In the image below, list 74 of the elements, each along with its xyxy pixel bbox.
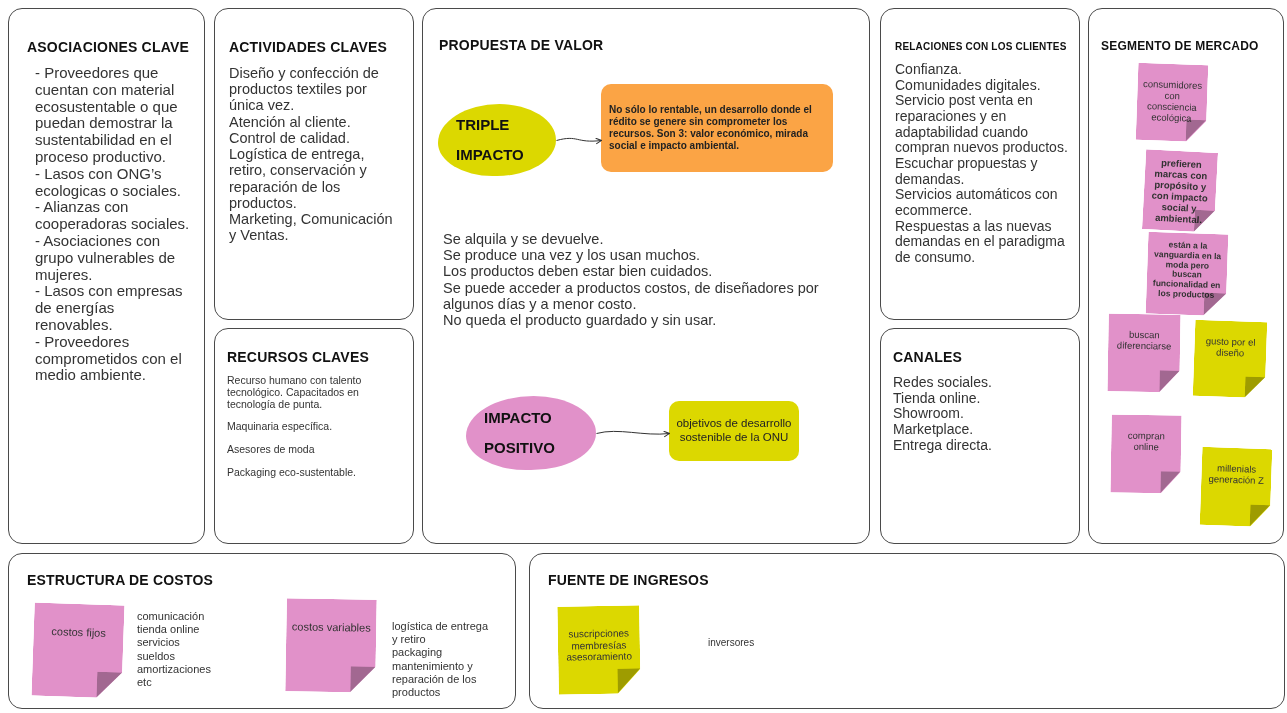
note-box: objetivos de desarrollo sostenible de la ONU bbox=[669, 401, 799, 461]
note-text: amortizaciones bbox=[137, 662, 212, 676]
panel-text: Asesores de moda bbox=[227, 444, 316, 456]
panel-text: Servicio post venta en reparaciones y en adaptabilidad cuando compran nuevos productos. bbox=[895, 93, 1069, 157]
panel-heading: ACTIVIDADES CLAVES bbox=[229, 39, 389, 55]
canvas-panel bbox=[214, 8, 414, 320]
panel-text: - Proveedores comprometidos con el medio ambiente. bbox=[34, 333, 183, 385]
panel-text: Recurso humano con talento tecnológico. Capacitados en tecnología de punta. bbox=[227, 375, 363, 411]
panel-text: inversores bbox=[708, 637, 755, 649]
panel-text: Diseño y confección de productos textiles por única vez. bbox=[229, 65, 380, 114]
note-text: servicios bbox=[137, 636, 181, 650]
panel-text: Control de calidad. bbox=[229, 129, 351, 147]
panel-text: Marketing, Comunicación y Ventas. bbox=[229, 211, 394, 244]
arrow bbox=[556, 137, 603, 145]
panel-heading: ASOCIACIONES CLAVE bbox=[27, 39, 190, 55]
canvas-panel bbox=[8, 8, 205, 544]
panel-text: Se alquila y se devuelve. bbox=[443, 231, 605, 248]
note-text: mantenimiento y reparación de los productos bbox=[392, 659, 478, 700]
panel-text: Comunidades digitales. bbox=[895, 77, 1042, 94]
note-text: tienda online bbox=[137, 623, 201, 637]
sticky-note: gusto por el diseño bbox=[1192, 319, 1268, 399]
panel-text: - Lasos con ONG’s ecologicas o sociales. bbox=[34, 165, 182, 200]
panel-text: No queda el producto guardado y sin usar. bbox=[443, 312, 718, 329]
panel-heading: ESTRUCTURA DE COSTOS bbox=[27, 572, 214, 588]
panel-text: - Asociaciones con grupo vulnerables de mujeres. bbox=[34, 232, 177, 284]
panel-text: - Alianzas con cooperadoras sociales. bbox=[34, 199, 190, 233]
panel-text: Tienda online. bbox=[893, 390, 982, 407]
canvas-panel bbox=[8, 553, 516, 709]
sticky-note: costos variables bbox=[285, 598, 377, 693]
panel-text: Logística de entrega, retiro, conservación y reparación de los productos. bbox=[229, 146, 368, 212]
sticky-note: consumidores con consciencia ecológica bbox=[1135, 62, 1209, 143]
note-text: etc bbox=[137, 675, 153, 690]
sticky-note: costos fijos bbox=[31, 602, 125, 699]
panel-text: Entrega directa. bbox=[893, 437, 993, 454]
arrow bbox=[596, 430, 671, 438]
panel-text: Se puede acceder a productos costos, de diseñadores por algunos días y a menor costo. bbox=[443, 279, 820, 313]
panel-heading: SEGMENTO DE MERCADO bbox=[1101, 39, 1260, 53]
note-text: comunicación bbox=[137, 610, 206, 624]
panel-heading: RECURSOS CLAVES bbox=[227, 349, 370, 365]
sticky-note: compran online bbox=[1110, 414, 1182, 494]
panel-text: Los productos deben estar bien cuidados. bbox=[443, 263, 714, 280]
panel-text: - Proveedores que cuentan con material ecosustentable o que puedan demostrar la sustentabilidad en el proceso productivo. bbox=[34, 65, 179, 166]
panel-text: Escuchar propuestas y demandas. bbox=[895, 156, 1039, 188]
blob-shape: TRIPLE IMPACTO bbox=[438, 104, 556, 176]
panel-text: Showroom. bbox=[893, 406, 965, 422]
panel-text: Confianza. bbox=[895, 62, 963, 78]
canvas-panel bbox=[1088, 8, 1284, 544]
panel-heading: PROPUESTA DE VALOR bbox=[439, 37, 605, 53]
sticky-note: están a la vanguardia en la moda pero buscan funcionalidad en los productos bbox=[1145, 231, 1229, 317]
panel-text: Marketplace. bbox=[893, 422, 975, 438]
panel-heading: FUENTE DE INGRESOS bbox=[548, 572, 710, 588]
panel-text: Atención al cliente. bbox=[229, 113, 352, 130]
sticky-note: buscan diferenciarse bbox=[1107, 313, 1181, 393]
panel-heading: CANALES bbox=[893, 349, 964, 365]
sticky-note: prefieren marcas con propósito y con impacto social y ambiental. bbox=[1141, 149, 1219, 233]
canvas-panel bbox=[880, 8, 1080, 320]
note-text: packaging bbox=[392, 646, 444, 660]
canvas-panel bbox=[214, 328, 414, 544]
panel-text: Redes sociales. bbox=[893, 375, 993, 391]
note-text: sueldos bbox=[137, 649, 176, 663]
canvas-panel bbox=[880, 328, 1080, 544]
panel-text: - Lasos con empresas de energías renovables. bbox=[34, 283, 184, 334]
panel-heading: RELACIONES CON LOS CLIENTES bbox=[895, 41, 1068, 52]
panel-text: Maquinaria específica. bbox=[227, 421, 334, 433]
note-box: No sólo lo rentable, un desarrollo donde el rédito se genere sin comprometer los recursos. Son 3: valor económico, mirada social e impacto ambiental. bbox=[601, 84, 833, 172]
sticky-note: suscripciones membresías asesoramiento bbox=[557, 605, 641, 695]
sticky-note: millenials generación Z bbox=[1199, 446, 1273, 528]
canvas-panel bbox=[529, 553, 1285, 709]
panel-text: Servicios automáticos con ecommerce. bbox=[895, 187, 1059, 219]
canvas-panel bbox=[422, 8, 870, 544]
panel-text: Respuestas a las nuevas demandas en el paradigma de consumo. bbox=[895, 218, 1066, 266]
panel-text: Packaging eco-sustentable. bbox=[227, 466, 357, 479]
blob-shape: IMPACTO POSITIVO bbox=[466, 396, 596, 470]
panel-text: Se produce una vez y los usan muchos. bbox=[443, 247, 702, 264]
